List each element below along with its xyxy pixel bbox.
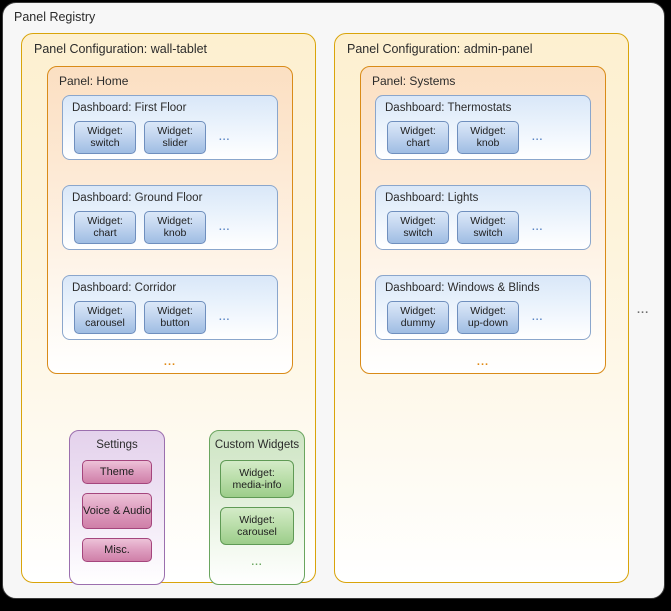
page-title: Panel Registry: [14, 10, 96, 24]
dashboard-title: Dashboard: Thermostats: [385, 102, 512, 114]
custom-widgets-items: Widget: media-info Widget: carousel ...: [210, 460, 304, 568]
widget-name: up-down: [467, 316, 509, 329]
settings-item-theme[interactable]: Theme: [82, 460, 152, 484]
widget-prefix: Widget:: [157, 214, 193, 227]
dashboard-card[interactable]: Dashboard: Corridor Widget: carousel Wid…: [62, 275, 278, 340]
widget-prefix: Widget:: [157, 124, 193, 137]
widget-name: button: [160, 316, 190, 329]
panel-more-ellipsis: ...: [163, 356, 177, 368]
widget-prefix: Widget:: [470, 124, 506, 137]
widget-name: knob: [163, 226, 187, 239]
custom-widget-box[interactable]: Widget: media-info: [220, 460, 294, 498]
panel-more-ellipsis: ...: [476, 356, 490, 368]
dashboard-title: Dashboard: Ground Floor: [72, 192, 203, 204]
widget-box[interactable]: Widget: carousel: [74, 301, 136, 334]
registry-more-ellipsis: ...: [637, 304, 650, 316]
widget-box[interactable]: Widget: switch: [74, 121, 136, 154]
panel-card[interactable]: Panel: Home Dashboard: First Floor Widge…: [47, 66, 293, 374]
dashboard-title: Dashboard: First Floor: [72, 102, 187, 114]
widget-prefix: Widget:: [87, 124, 123, 137]
dashboard-more-ellipsis: ...: [532, 132, 544, 143]
panel-configuration-card[interactable]: Panel Configuration: wall-tablet Panel: …: [21, 33, 316, 585]
panel-configuration-title: Panel Configuration: admin-panel: [347, 42, 533, 56]
dashboard-card[interactable]: Dashboard: Thermostats Widget: chart Wid…: [375, 95, 591, 160]
settings-group-title: Settings: [96, 439, 138, 451]
widget-prefix: Widget:: [239, 513, 275, 526]
panel-configuration-card[interactable]: Panel Configuration: admin-panel Panel: …: [334, 33, 629, 583]
widget-prefix: Widget:: [239, 466, 275, 479]
settings-group-card[interactable]: Settings Theme Voice & Audio Misc.: [69, 430, 165, 585]
widget-box[interactable]: Widget: dummy: [387, 301, 449, 334]
panel-card[interactable]: Panel: Systems Dashboard: Thermostats Wi…: [360, 66, 606, 374]
dashboard-card[interactable]: Dashboard: Ground Floor Widget: chart Wi…: [62, 185, 278, 250]
custom-widgets-group-title: Custom Widgets: [214, 439, 300, 451]
widget-box[interactable]: Widget: chart: [387, 121, 449, 154]
custom-widget-box[interactable]: Widget: carousel: [220, 507, 294, 545]
widget-name: switch: [403, 226, 433, 239]
widget-row: Widget: chart Widget: knob ...: [74, 211, 230, 244]
widget-box[interactable]: Widget: up-down: [457, 301, 519, 334]
dashboard-card[interactable]: Dashboard: First Floor Widget: switch Wi…: [62, 95, 278, 160]
widget-box[interactable]: Widget: button: [144, 301, 206, 334]
widget-box[interactable]: Widget: chart: [74, 211, 136, 244]
panel-title: Panel: Systems: [372, 74, 456, 88]
panel-registry-container: Panel Registry Panel Configuration: wall…: [2, 2, 665, 599]
widget-row: Widget: switch Widget: switch ...: [387, 211, 543, 244]
widget-prefix: Widget:: [87, 214, 123, 227]
widget-prefix: Widget:: [157, 304, 193, 317]
settings-items: Theme Voice & Audio Misc.: [70, 460, 164, 562]
settings-item-voice-audio[interactable]: Voice & Audio: [82, 493, 152, 529]
widget-name: media-info: [232, 479, 282, 491]
widget-prefix: Widget:: [470, 214, 506, 227]
widget-row: Widget: carousel Widget: button ...: [74, 301, 230, 334]
widget-name: switch: [473, 226, 503, 239]
custom-widgets-group-card[interactable]: Custom Widgets Widget: media-info Widget…: [209, 430, 305, 585]
dashboard-more-ellipsis: ...: [219, 222, 231, 233]
dashboard-more-ellipsis: ...: [219, 312, 231, 323]
widget-prefix: Widget:: [400, 214, 436, 227]
panel-configuration-title: Panel Configuration: wall-tablet: [34, 42, 208, 56]
widget-prefix: Widget:: [87, 304, 123, 317]
custom-widgets-more-ellipsis: ...: [251, 557, 263, 568]
dashboard-more-ellipsis: ...: [532, 312, 544, 323]
widget-name: carousel: [237, 526, 277, 538]
dashboard-more-ellipsis: ...: [219, 132, 231, 143]
widget-box[interactable]: Widget: knob: [457, 121, 519, 154]
widget-name: chart: [406, 136, 430, 149]
panel-title: Panel: Home: [59, 74, 129, 88]
widget-box[interactable]: Widget: slider: [144, 121, 206, 154]
dashboard-card[interactable]: Dashboard: Windows & Blinds Widget: dumm…: [375, 275, 591, 340]
widget-box[interactable]: Widget: knob: [144, 211, 206, 244]
dashboard-title: Dashboard: Lights: [385, 192, 479, 204]
dashboard-card[interactable]: Dashboard: Lights Widget: switch Widget:…: [375, 185, 591, 250]
widget-name: carousel: [85, 316, 125, 329]
widget-name: chart: [93, 226, 117, 239]
dashboard-more-ellipsis: ...: [532, 222, 544, 233]
widget-row: Widget: dummy Widget: up-down ...: [387, 301, 543, 334]
widget-name: slider: [162, 136, 188, 149]
widget-box[interactable]: Widget: switch: [457, 211, 519, 244]
widget-prefix: Widget:: [400, 124, 436, 137]
settings-item-misc[interactable]: Misc.: [82, 538, 152, 562]
widget-prefix: Widget:: [470, 304, 506, 317]
widget-row: Widget: switch Widget: slider ...: [74, 121, 230, 154]
widget-prefix: Widget:: [400, 304, 436, 317]
widget-row: Widget: chart Widget: knob ...: [387, 121, 543, 154]
widget-name: dummy: [400, 316, 436, 329]
dashboard-title: Dashboard: Corridor: [72, 282, 177, 294]
widget-name: knob: [476, 136, 500, 149]
dashboard-title: Dashboard: Windows & Blinds: [385, 282, 540, 294]
widget-box[interactable]: Widget: switch: [387, 211, 449, 244]
widget-name: switch: [90, 136, 120, 149]
